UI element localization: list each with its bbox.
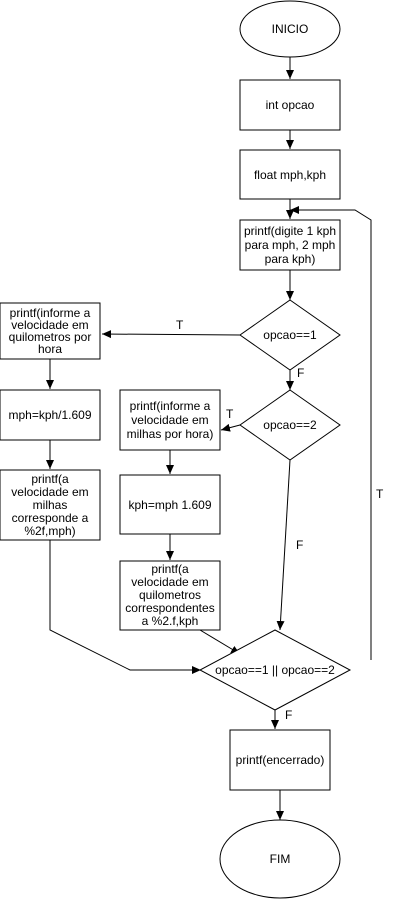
decl-float-line-1: float mph,kph	[254, 168, 326, 182]
prompt-box	[239, 219, 341, 271]
mid-calc-line-1: kph=mph 1.609	[128, 498, 211, 512]
decision-loop	[198, 629, 352, 711]
left-prompt-line-2: velocidade em	[11, 318, 88, 332]
decision-opcao-1-label: opcao==1	[263, 328, 317, 342]
left-print-line-1: printf(a	[31, 472, 69, 486]
edge-loop-back	[290, 206, 372, 660]
encerrado-box	[229, 729, 331, 791]
start-terminator	[239, 0, 341, 58]
mid-print-line-1: printf(a	[151, 562, 189, 576]
mid-print-line-5: a %2.f,kph	[142, 614, 199, 628]
nodes	[0, 0, 352, 899]
edge-left-print-to-cond3	[49, 540, 201, 674]
left-prompt-line-3: quilometros por	[9, 330, 92, 344]
loop-true-label: T	[376, 487, 384, 501]
left-print-line-3: milhas	[33, 498, 68, 512]
mid-prompt-box	[119, 389, 221, 451]
edges	[46, 57, 372, 820]
mid-prompt-line-1: printf(informe a	[130, 399, 211, 413]
cond1-true-label: T	[176, 318, 184, 332]
decision-opcao-2	[239, 389, 341, 461]
encerrado-line-1: printf(encerrado)	[236, 753, 325, 767]
left-calc-label: mph=kph/1.609	[8, 408, 91, 422]
prompt-line-1: printf(digite 1 kph	[244, 224, 336, 238]
cond2-true-label: T	[226, 407, 234, 421]
left-prompt-box	[0, 302, 101, 360]
mid-calc-label: kph=mph 1.609	[128, 498, 211, 512]
left-print-line-2: velocidade em	[11, 485, 88, 499]
mid-prompt-line-3: milhas por hora)	[127, 427, 214, 441]
prompt-line-2: para mph, 2 mph	[245, 238, 336, 252]
cond2-line-1: opcao==2	[263, 418, 317, 432]
node-labels: INICIO int opcao float mph,kph printf(di…	[8, 22, 336, 866]
end-label: FIM	[270, 852, 291, 866]
cond3-line-1: opcao==1 || opcao==2	[215, 663, 335, 677]
left-prompt-line-1: printf(informe a	[10, 306, 91, 320]
edge-cond2-true	[220, 423, 241, 432]
fim-line-1: FIM	[270, 852, 291, 866]
mid-print-box	[119, 560, 221, 631]
start-label: INICIO	[272, 22, 309, 36]
decision-loop-label: opcao==1 || opcao==2	[215, 663, 335, 677]
mid-prompt-line-2: velocidade em	[131, 413, 208, 427]
decl-int-line-1: int opcao	[266, 98, 315, 112]
int-declaration-label: int opcao	[266, 98, 315, 112]
edge-labels: T F T F T F	[176, 318, 384, 722]
decision-opcao-2-label: opcao==2	[263, 418, 317, 432]
left-calc-box	[0, 389, 101, 441]
left-prompt-line-4: hora	[38, 342, 62, 356]
float-declaration-box	[239, 149, 341, 200]
edge-mid-print-to-cond3	[199, 629, 241, 655]
cond1-line-1: opcao==1	[263, 328, 317, 342]
left-calc-line-1: mph=kph/1.609	[8, 408, 91, 422]
end-terminator	[219, 819, 341, 899]
cond3-false-label: F	[285, 708, 292, 722]
inicio-line-1: INICIO	[272, 22, 309, 36]
left-print-line-4: corresponde a	[12, 511, 89, 525]
cond2-false-label: F	[296, 538, 303, 552]
cond1-false-label: F	[297, 366, 304, 380]
mid-print-line-2: velocidade em	[131, 575, 208, 589]
prompt-line-3: para kph)	[265, 252, 316, 266]
decision-opcao-1	[239, 299, 341, 371]
mid-print-line-3: quilometros	[139, 588, 201, 602]
float-declaration-label: float mph,kph	[254, 168, 326, 182]
encerrado-label: printf(encerrado)	[236, 753, 325, 767]
mid-calc-box	[119, 474, 221, 535]
left-print-line-5: %2f,mph)	[24, 524, 75, 538]
int-declaration-box	[239, 79, 341, 131]
left-print-box	[0, 469, 101, 541]
edge-cond2-false	[276, 459, 291, 631]
mid-print-line-4: correspondentes	[125, 601, 214, 615]
edge-cond1-true	[101, 330, 241, 339]
